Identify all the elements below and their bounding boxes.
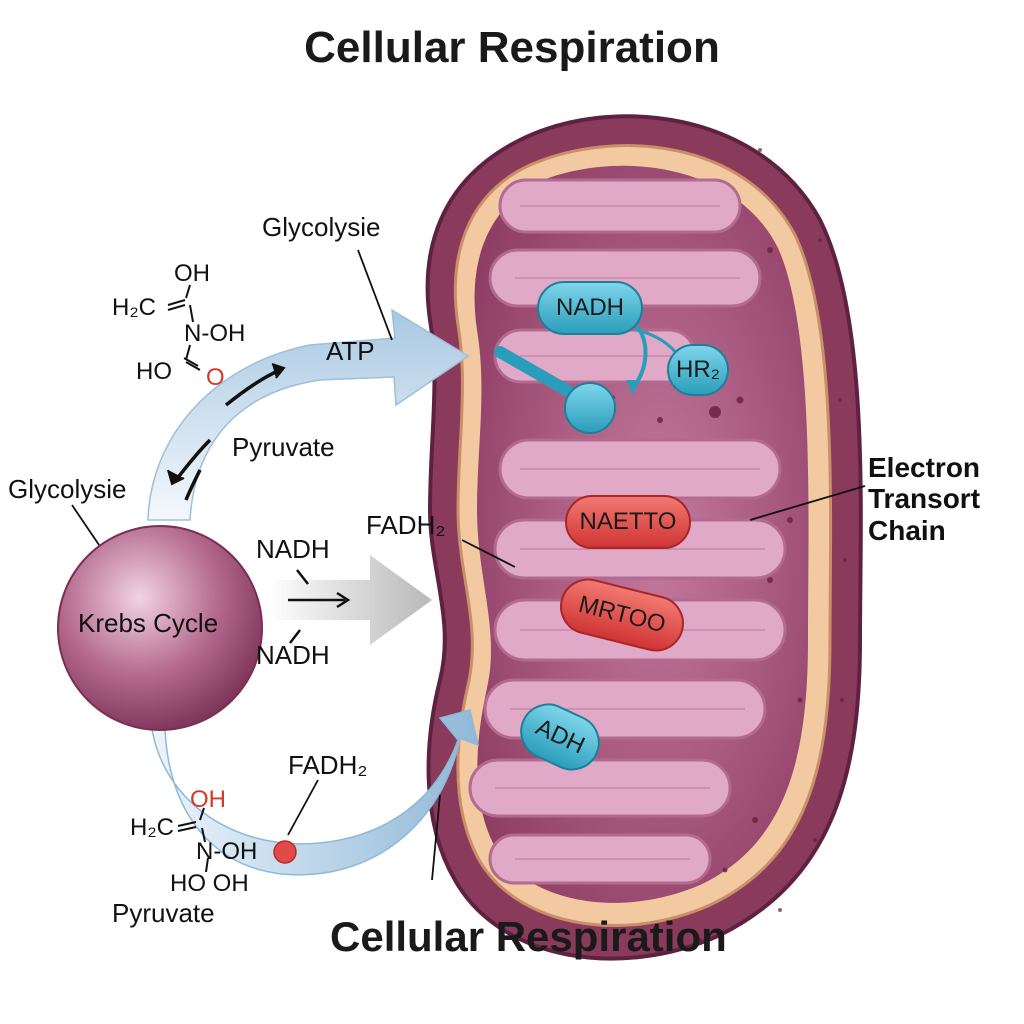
molecule-bottom-ho-oh: HO OH	[170, 870, 249, 897]
atp-label: ATP	[326, 336, 375, 366]
pyruvate-arrows	[167, 363, 286, 501]
fadh2-lower-label: FADH₂	[288, 750, 368, 780]
leader-lines	[71, 249, 866, 881]
naetto-carrier-label: NAETTO	[579, 508, 677, 535]
krebs-cycle-sphere	[57, 525, 263, 731]
pyruvate-lower-label: Pyruvate	[112, 898, 215, 928]
fadh2-molecule-dot	[273, 840, 297, 864]
nadh-middle-top-label: NADH	[256, 534, 330, 564]
molecule-top-n-oh: N-OH	[184, 320, 246, 347]
molecule-top-ho: HO	[136, 358, 172, 385]
electron-transport-chain-label: Electron Transort Chain	[868, 452, 981, 546]
molecule-top-oh: OH	[174, 260, 210, 287]
nadh-complex	[494, 281, 729, 434]
nadh-arrow-small	[288, 569, 351, 644]
molecule-bottom-bonds	[177, 807, 209, 873]
membrane-speckles	[698, 148, 847, 942]
molecule-top-bonds	[167, 284, 201, 371]
fadh2-middle-label: FADH₂	[366, 510, 446, 540]
molecule-bottom-oh: OH	[190, 786, 226, 813]
matrix-granules	[572, 247, 803, 873]
nadh-complex-label: NADH	[555, 294, 624, 321]
pyruvate-upper-label: Pyruvate	[232, 432, 335, 462]
nadh-middle-bottom-label: NADH	[256, 640, 330, 670]
bottom-title: Cellular Respiration	[330, 913, 727, 960]
molecule-top-o: O	[206, 364, 225, 391]
molecule-bottom-n-oh: N-OH	[196, 838, 258, 865]
page-title: Cellular Respiration	[304, 23, 720, 72]
glycolysie-left-label: Glycolysie	[8, 474, 127, 504]
atp-synthase-complex	[520, 703, 600, 771]
krebs-cycle-label: Krebs Cycle	[78, 608, 219, 638]
glycolysie-top-label: Glycolysie	[262, 212, 381, 242]
hr2-complex-label: HR₂	[676, 356, 720, 383]
molecule-bottom-h2c: H₂C	[130, 814, 174, 841]
electron-carriers	[560, 495, 691, 652]
molecule-top-h2c: H₂C	[112, 294, 156, 321]
glycolysis-arrow	[147, 308, 470, 521]
